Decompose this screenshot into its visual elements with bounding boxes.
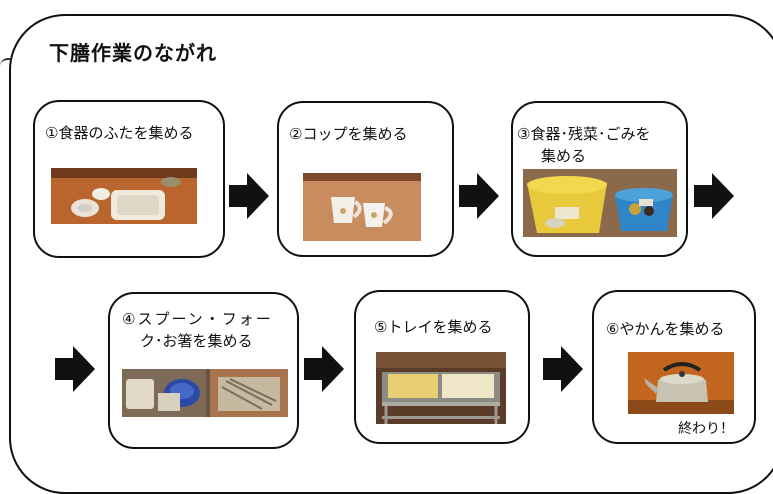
step-4-label-line-2: ク･お箸を集める <box>140 332 253 350</box>
flow-arrow-4 <box>55 346 95 392</box>
step-4-label-line-1: ④スプーン・フォー <box>122 310 273 328</box>
flow-arrow-6 <box>543 346 583 392</box>
step-1-box: ①食器のふたを集める <box>33 100 225 258</box>
kettle-photo <box>628 352 734 414</box>
trays-on-cart-photo <box>376 352 506 424</box>
step-3-box: ③食器･残菜･ごみを 集める <box>511 101 688 257</box>
step-6-label: ⑥やかんを集める <box>606 320 725 338</box>
step-3-label-line-1: ③食器･残菜･ごみを <box>517 125 651 143</box>
step-2-label: ②コップを集める <box>289 125 408 143</box>
lidded-dishes-on-table-photo <box>51 168 197 224</box>
flow-arrow-3 <box>694 173 734 219</box>
step-5-box: ⑤トレイを集める <box>354 290 530 444</box>
flow-arrow-2 <box>459 173 499 219</box>
step-1-label: ①食器のふたを集める <box>45 124 194 142</box>
step-2-box: ②コップを集める <box>277 101 454 257</box>
step-6-box: ⑥やかんを集める 終わり！ <box>592 290 756 444</box>
step-3-label-line-2: 集める <box>541 147 587 165</box>
cutlery-basins-photo <box>122 369 288 417</box>
step-4-box: ④スプーン・フォー ク･お箸を集める <box>108 292 299 449</box>
cups-on-table-photo <box>303 173 421 241</box>
flow-arrow-1 <box>229 173 269 219</box>
flow-arrow-5 <box>304 346 344 392</box>
end-text: 終わり！ <box>678 421 734 437</box>
dishes-and-scrap-basins-photo <box>523 169 677 237</box>
step-5-label: ⑤トレイを集める <box>374 318 493 336</box>
page-title: 下膳作業のながれ <box>49 41 217 65</box>
frame-edge-mark <box>0 58 10 68</box>
